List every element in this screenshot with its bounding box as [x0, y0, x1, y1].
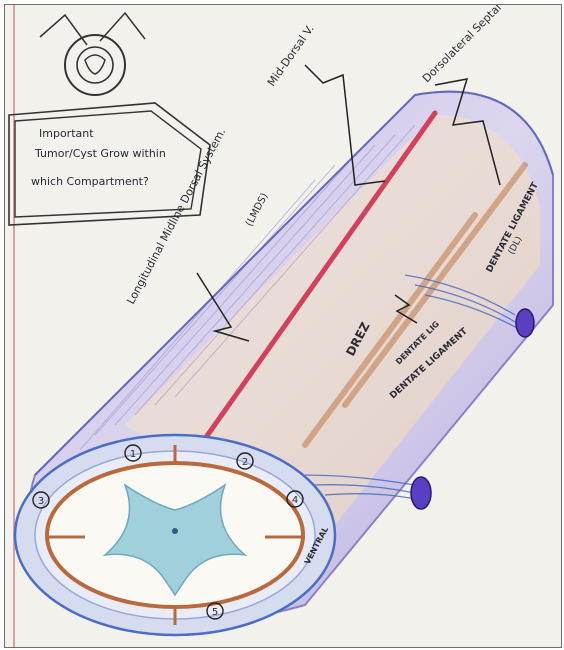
- label-dorsolateral-septal: Dorsolateral Septal C.: [420, 5, 514, 85]
- compartment-1: 1: [130, 449, 136, 460]
- label-system-abbrev: (LMDS): [244, 191, 271, 228]
- spinal-cord-diagram: Important Tumor/Cyst Grow within which C…: [5, 5, 561, 647]
- label-mid-dorsal: Mid-Dorsal V.: [265, 22, 317, 88]
- compartment-4: 4: [292, 495, 298, 506]
- compartment-5: 5: [212, 607, 218, 618]
- note-line-2: which Compartment?: [31, 175, 149, 188]
- lower-root-cut: [411, 477, 431, 509]
- cross-section-face: [15, 435, 335, 635]
- mini-cross-section-sketch: [40, 13, 145, 95]
- compartment-2: 2: [242, 457, 248, 468]
- compartment-3: 3: [38, 496, 44, 507]
- note-line-1: Tumor/Cyst Grow within: [34, 147, 166, 160]
- note-heading: Important: [39, 127, 94, 140]
- drawing-frame: Important Tumor/Cyst Grow within which C…: [4, 4, 562, 648]
- upper-root-cut: [516, 309, 534, 337]
